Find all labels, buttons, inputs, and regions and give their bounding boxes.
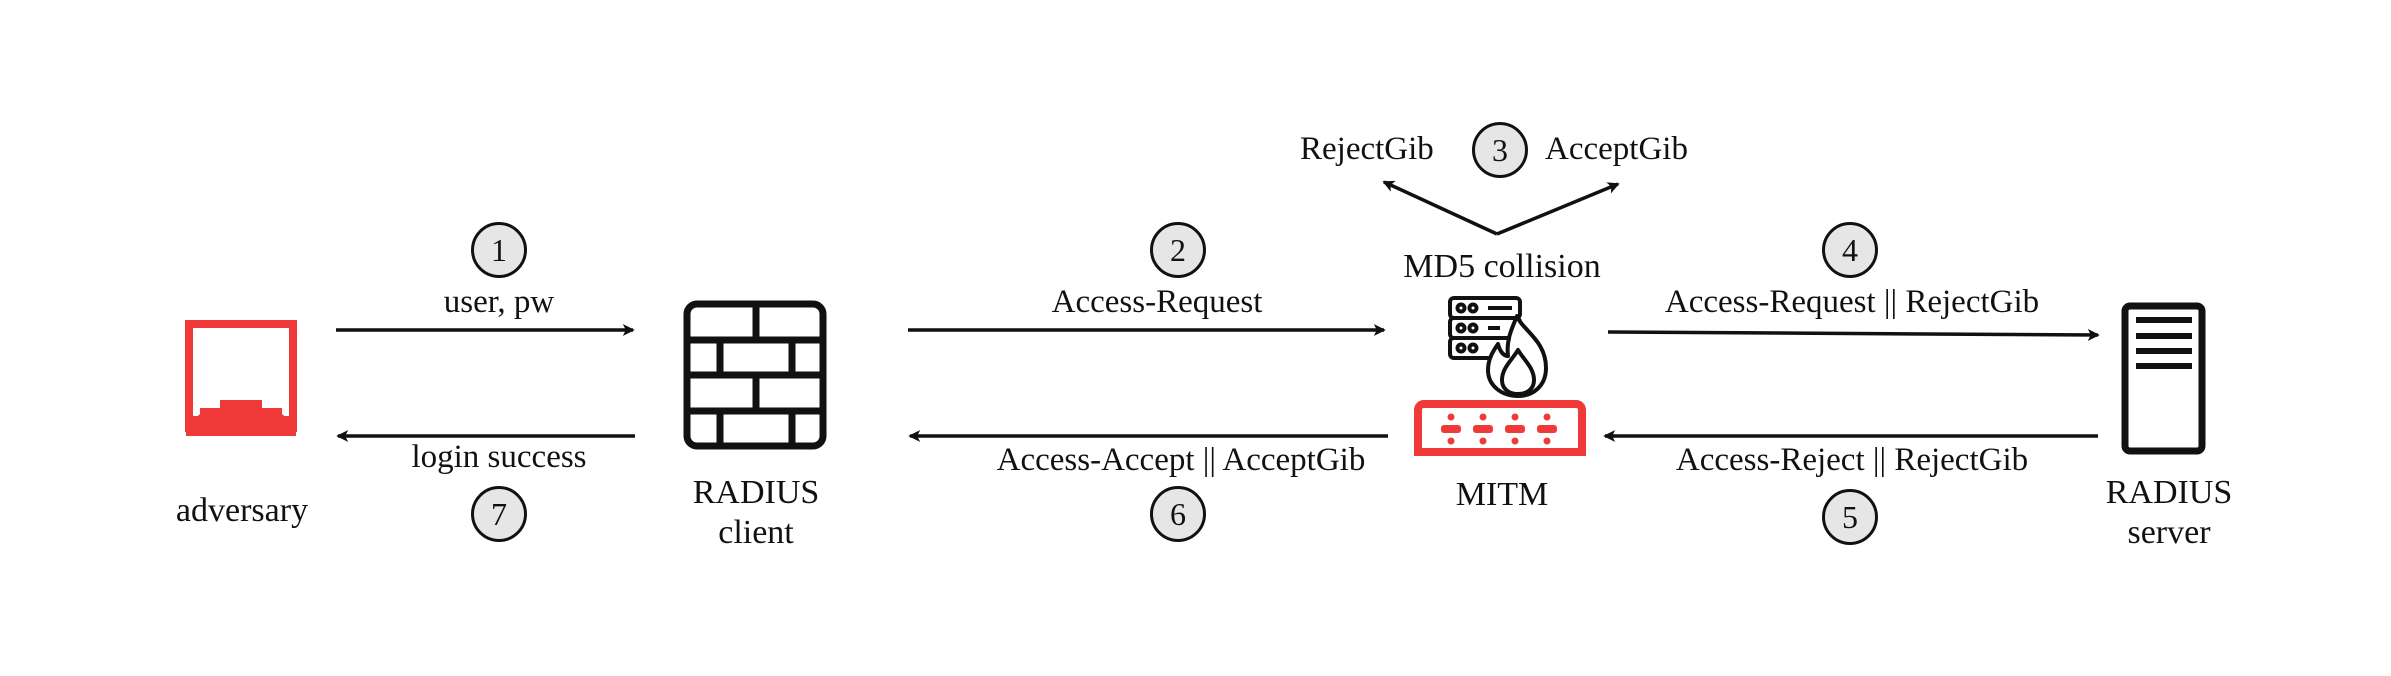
step-2-message: Access-Request (1051, 284, 1263, 320)
step-5-message: Access-Reject || RejectGib (1675, 442, 2029, 478)
step-3-reject-gib: RejectGib (1300, 131, 1434, 167)
radius-server-label-line2: server (2127, 514, 2211, 551)
adversary-label: adversary (175, 492, 309, 529)
step-3-badge: 3 (1472, 122, 1528, 178)
step-7-message: login success (411, 439, 587, 475)
router-switch-icon (1414, 400, 1586, 456)
mitm-label: MITM (1455, 476, 1549, 513)
server-tower-icon (2121, 302, 2206, 455)
step-6-badge: 6 (1150, 486, 1206, 542)
step-2-badge: 2 (1150, 222, 1206, 278)
step-3-accept-gib: AcceptGib (1545, 131, 1688, 167)
arrow-step-3-left (1382, 180, 1498, 236)
computer-monitor-icon (185, 320, 297, 436)
radius-client-label-line1: RADIUS (692, 474, 820, 511)
radius-server-label-line1: RADIUS (2105, 474, 2233, 511)
step-5-badge: 5 (1822, 489, 1878, 545)
md5-collision-caption: MD5 collision (1403, 248, 1601, 285)
step-7-badge: 7 (471, 486, 527, 542)
step-1-badge: 1 (471, 222, 527, 278)
step-4-message: Access-Request || RejectGib (1664, 284, 2040, 320)
radius-client-label-line2: client (718, 514, 794, 551)
firewall-brick-icon (683, 300, 827, 450)
step-6-message: Access-Accept || AcceptGib (996, 442, 1366, 478)
step-4-badge: 4 (1822, 222, 1878, 278)
step-1-message: user, pw (443, 284, 555, 320)
arrow-step-4 (1607, 328, 2100, 341)
arrow-step-3-right (1496, 182, 1620, 236)
fire-icon (1486, 314, 1548, 398)
